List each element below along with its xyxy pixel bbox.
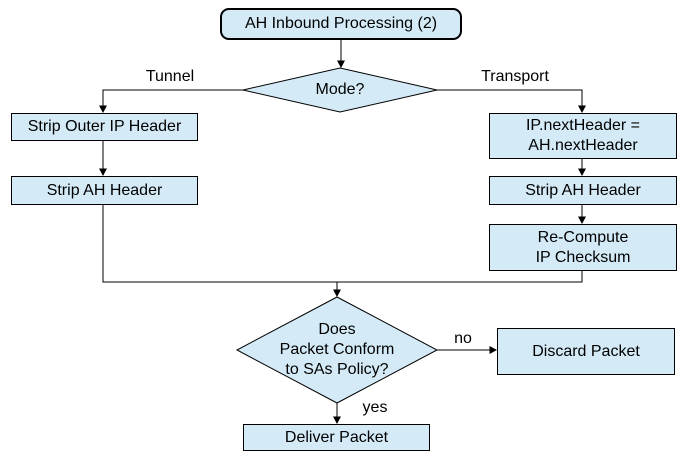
edge-tunnel [102,89,243,106]
arrowhead [333,289,341,297]
decision-line: Does [318,321,356,338]
policy-decision-label: Does Packet Conform to SAs Policy? [252,320,422,380]
edge-merge [102,205,583,283]
mode-diamond-shape [242,67,438,113]
arrowhead [489,346,497,354]
edge-transport [437,89,583,106]
arrowhead [99,168,107,176]
arrowhead [578,168,586,176]
node-line: IP.nextHeader = [525,117,640,134]
strip-ah-header-left-node: Strip AH Header [11,176,198,205]
mode-decision-label: Mode? [315,81,365,98]
discard-packet-node: Discard Packet [497,328,675,375]
decision-line: to SAs Policy? [285,361,389,378]
yes-edge-label: yes [362,399,388,416]
deliver-packet-node: Deliver Packet [243,424,430,451]
transport-edge-label: Transport [481,68,549,85]
ip-nextheader-node: IP.nextHeader = AH.nextHeader [489,113,677,159]
strip-outer-ip-header-node: Strip Outer IP Header [11,113,198,141]
start-node: AH Inbound Processing (2) [220,8,462,40]
no-edge-label: no [454,330,472,347]
arrowhead [337,60,345,68]
arrowhead [578,105,586,113]
node-line: Re-Compute [537,228,629,246]
arrowhead [333,416,341,424]
strip-ah-header-right-node: Strip AH Header [489,176,677,205]
arrowhead [99,105,107,113]
node-line: IP Checksum [535,248,631,266]
node-line: AH.nextHeader [528,137,638,154]
recompute-checksum-node: Re-Compute IP Checksum [489,224,677,271]
arrowhead [578,216,586,224]
decision-line: Packet Conform [279,341,395,358]
tunnel-edge-label: Tunnel [145,68,195,85]
